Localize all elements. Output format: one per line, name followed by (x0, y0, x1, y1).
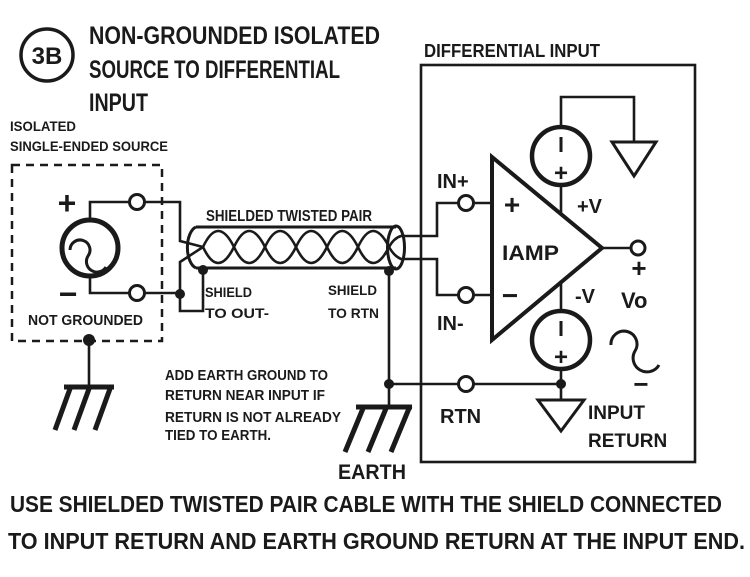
in-plus-label: IN+ (437, 171, 469, 193)
source-caption-line1: ISOLATED (10, 118, 76, 134)
shield-dot-right (384, 266, 394, 276)
in-minus-label: IN- (437, 313, 464, 335)
output-label: Vo (621, 288, 647, 313)
supply-pos-label: +V (577, 196, 603, 218)
amp-plus-input: + (504, 189, 520, 220)
shield-left-label-line1: SHIELD (205, 284, 252, 300)
ground-note-line3: RETURN IS NOT ALREADY (165, 410, 341, 426)
not-grounded-label: NOT GROUNDED (28, 313, 143, 329)
amp-minus-input: − (502, 280, 518, 311)
amp-label: IAMP (502, 242, 559, 265)
badge-circle (19, 27, 75, 83)
junction-dot (175, 289, 185, 299)
supply-pos-circle (529, 124, 593, 188)
input-return-label-line1: INPUT (588, 403, 645, 424)
ground-note-line2: RETURN NEAR INPUT IF (165, 388, 325, 404)
rtn-label: RTN (440, 406, 481, 428)
source-minus-sign: − (59, 276, 78, 312)
supply-neg-source (529, 308, 593, 372)
cable-label: SHIELDED TWISTED PAIR (206, 208, 372, 225)
earth-ground-left (52, 384, 114, 431)
wire-shield-to-outminus (178, 268, 205, 313)
source-caption-line2: SINGLE-ENDED SOURCE (10, 138, 168, 154)
supply-neg-label: -V (575, 286, 596, 308)
return-junction-dot (556, 379, 566, 389)
differential-input-box (419, 63, 697, 464)
supply-pos-source (529, 124, 593, 188)
page-title-line1: NON-GROUNDED ISOLATED (89, 22, 380, 50)
ground-note-line4: TIED TO EARTH. (165, 428, 271, 444)
amplifier-triangle (490, 152, 606, 345)
earth-junction-dot (384, 379, 394, 389)
page-title-line2: SOURCE TO DIFFERENTIAL (89, 56, 340, 84)
caption-line2: TO INPUT RETURN AND EARTH GROUND RETURN … (8, 528, 745, 554)
cable-left-cap (185, 225, 197, 270)
supply-neg-circle (529, 308, 593, 372)
source-box-ground-dot (83, 334, 95, 346)
wire-supply-pos-ground (559, 95, 636, 143)
input-return-label-line2: RETURN (588, 431, 667, 452)
earth-ground-right (342, 404, 413, 453)
output-sine-wave-icon (609, 329, 661, 374)
cable-right-cap (386, 224, 406, 271)
source-terminal-plus (128, 193, 146, 211)
in-plus-terminal (457, 194, 475, 212)
sine-wave-icon (68, 238, 108, 274)
output-terminal (629, 239, 647, 257)
source-terminal-minus (128, 284, 146, 302)
ground-note-line1: ADD EARTH GROUND TO (165, 368, 328, 384)
supply-pos-plus-mark: + (554, 160, 568, 187)
badge-label: 3B (32, 43, 63, 70)
shielded-cable (185, 224, 406, 271)
supply-neg-plus-mark: + (554, 344, 568, 371)
in-minus-terminal (457, 286, 475, 304)
source-plus-sign: + (58, 185, 77, 221)
supply-ground-triangle-icon (609, 140, 659, 179)
shield-left-label-line2: TO OUT- (205, 305, 269, 321)
ac-source (59, 217, 121, 279)
isolated-source-dashed-box (10, 163, 164, 343)
page-title-line3: INPUT (89, 89, 148, 117)
diff-input-title: DIFFERENTIAL INPUT (424, 41, 600, 61)
earth-label: EARTH (338, 461, 406, 484)
caption-line1: USE SHIELDED TWISTED PAIR CABLE WITH THE… (10, 491, 722, 517)
rtn-terminal (457, 375, 475, 393)
output-plus-sign: + (631, 253, 646, 283)
shield-right-label-line2: TO RTN (328, 305, 379, 321)
output-minus-sign: − (633, 369, 648, 399)
input-return-ground-triangle-icon (535, 398, 587, 434)
shield-right-label-line1: SHIELD (328, 282, 377, 298)
shield-dot-left (198, 265, 208, 275)
